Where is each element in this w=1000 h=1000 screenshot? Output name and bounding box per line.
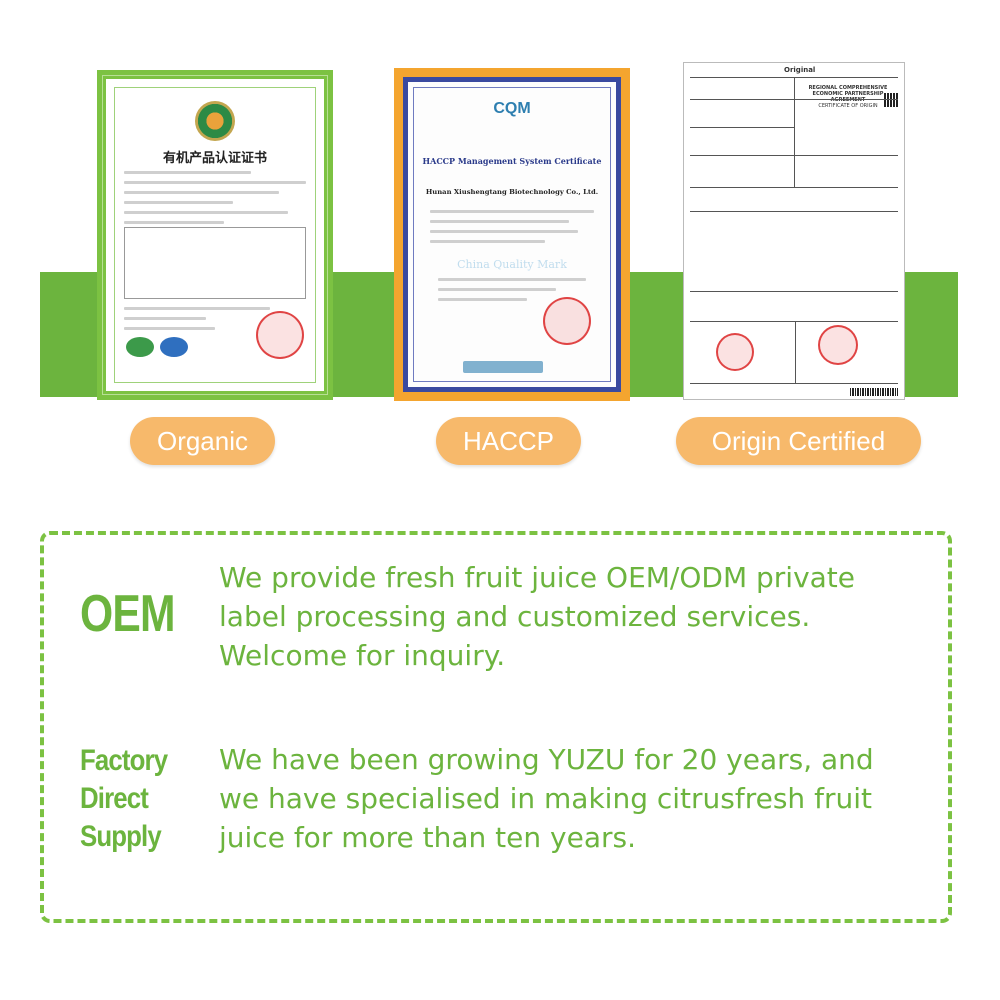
origin-certificate-image: Original REGIONAL COMPREHENSIVE ECONOMIC… [683, 62, 905, 400]
organic-badge: Organic [130, 417, 275, 465]
factory-line: juice for more than ten years. [219, 821, 636, 854]
oem-line: We provide fresh fruit juice OEM/ODM pri… [219, 561, 856, 594]
oem-description: We provide fresh fruit juice OEM/ODM pri… [219, 558, 855, 675]
haccp-watermark: China Quality Mark [457, 258, 567, 271]
origin-certificate-title: CERTIFICATE OF ORIGIN [818, 103, 878, 109]
cqm-logo: CQM [493, 100, 531, 117]
oem-label: OEM [80, 585, 175, 643]
factory-label-line: Factory [80, 744, 168, 777]
info-dashed-box [40, 531, 952, 923]
oem-line: label processing and customized services… [219, 600, 811, 633]
organic-seal-icon [195, 101, 235, 141]
factory-label-line: Supply [80, 820, 162, 853]
factory-direct-supply-label: Factory Direct Supply [80, 742, 168, 856]
haccp-badge: HACCP [436, 417, 581, 465]
oem-line: Welcome for inquiry. [219, 639, 506, 672]
factory-label-line: Direct [80, 782, 149, 815]
haccp-company-name: Hunan Xiushengtang Biotechnology Co., Lt… [425, 188, 599, 196]
factory-description: We have been growing YUZU for 20 years, … [219, 740, 874, 857]
haccp-certificate-image: CQM HACCP Management System Certificate … [394, 68, 630, 401]
organic-certificate-title: 有机产品认证证书 [162, 151, 267, 166]
factory-line: We have been growing YUZU for 20 years, … [219, 743, 874, 776]
origin-header: Original [784, 66, 816, 74]
factory-line: we have specialised in making citrusfres… [219, 782, 872, 815]
origin-certified-badge: Origin Certified [676, 417, 921, 465]
haccp-certificate-title: HACCP Management System Certificate [422, 156, 602, 166]
organic-certificate-image: 有机产品认证证书 [97, 70, 333, 400]
origin-agreement: REGIONAL COMPREHENSIVE ECONOMIC PARTNERS… [808, 85, 888, 103]
